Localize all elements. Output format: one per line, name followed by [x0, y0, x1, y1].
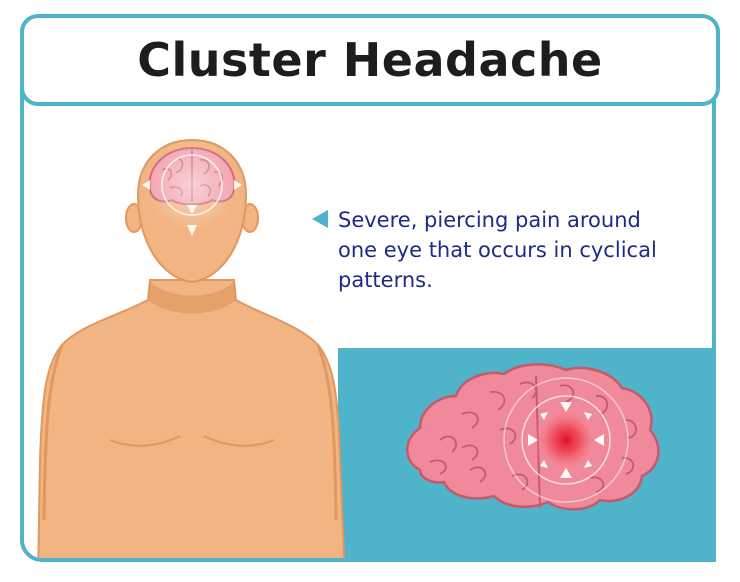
page-title: Cluster Headache — [137, 33, 603, 87]
pain-spot-icon — [532, 406, 600, 474]
brain-pain-arrows-icon — [528, 402, 604, 478]
pointer-arrow-icon — [312, 210, 328, 228]
title-box: Cluster Headache — [20, 14, 720, 106]
description-text: Severe, piercing pain around one eye tha… — [338, 208, 657, 292]
human-body-illustration — [36, 138, 347, 558]
brain-illustration — [406, 363, 660, 511]
pain-arrows-icon — [142, 180, 242, 236]
